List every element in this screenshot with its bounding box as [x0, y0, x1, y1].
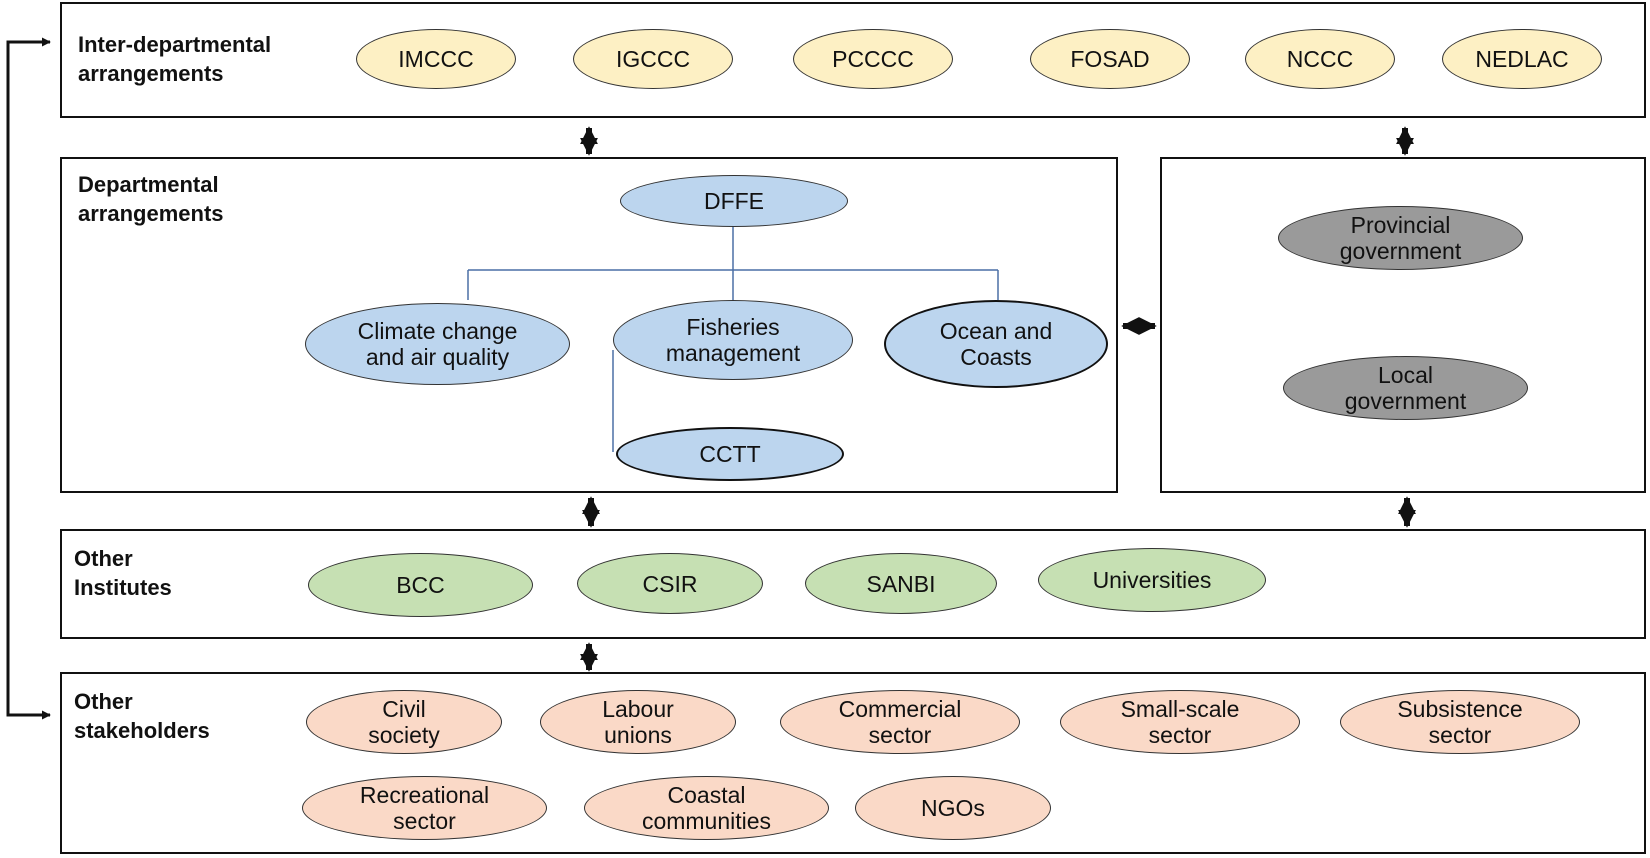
node-civil-society: Civil society — [306, 690, 502, 754]
node-fosad: FOSAD — [1030, 29, 1190, 89]
node-csir: CSIR — [577, 553, 763, 614]
node-pcccc: PCCCC — [793, 29, 953, 89]
node-subsistence-sector: Subsistence sector — [1340, 690, 1580, 754]
node-imccc: IMCCC — [356, 29, 516, 89]
department-tree-lines — [467, 226, 999, 452]
node-cctt: CCTT — [616, 427, 844, 481]
node-local-government: Local government — [1283, 356, 1528, 420]
node-bcc: BCC — [308, 553, 533, 617]
label-other-institutes: Other Institutes — [74, 546, 172, 600]
node-commercial-sector: Commercial sector — [780, 690, 1020, 754]
node-coastal-communities: Coastal communities — [584, 776, 829, 840]
node-ngos: NGOs — [855, 776, 1051, 840]
node-nccc: NCCC — [1245, 29, 1395, 89]
label-other-stakeholders: Other stakeholders — [74, 689, 210, 743]
label-inter-departmental: Inter-departmental arrangements — [78, 32, 272, 86]
node-sanbi: SANBI — [805, 553, 997, 614]
node-climate-change: Climate change and air quality — [305, 303, 570, 385]
node-dffe: DFFE — [620, 175, 848, 227]
node-fisheries-management: Fisheries management — [613, 300, 853, 380]
label-departmental: Departmental arrangements — [78, 172, 224, 226]
feedback-loop-arrow — [6, 37, 51, 720]
node-recreational-sector: Recreational sector — [302, 776, 547, 840]
node-igccc: IGCCC — [573, 29, 733, 89]
node-provincial-government: Provincial government — [1278, 206, 1523, 270]
node-ocean-coasts: Ocean and Coasts — [884, 300, 1108, 388]
node-labour-unions: Labour unions — [540, 690, 736, 754]
node-nedlac: NEDLAC — [1442, 29, 1602, 89]
node-small-scale-sector: Small-scale sector — [1060, 690, 1300, 754]
node-universities: Universities — [1038, 548, 1266, 612]
